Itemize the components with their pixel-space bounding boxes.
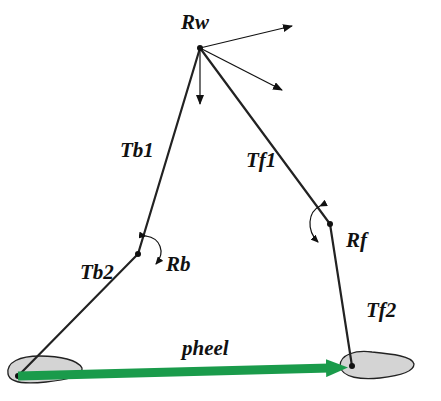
rotation-arc <box>146 236 161 264</box>
axis-arrow <box>200 26 292 48</box>
front-leg <box>200 48 352 366</box>
link-label: Tf2 <box>366 300 396 321</box>
rotation-label: Rb <box>166 254 191 275</box>
rotation-label: Rf <box>346 230 367 251</box>
back-knee-joint <box>135 251 141 257</box>
axis-arrow <box>199 48 200 104</box>
vector-label: pheel <box>182 338 229 359</box>
back-leg <box>18 48 200 376</box>
axis-arrow <box>200 48 282 90</box>
link-label: Tb2 <box>80 262 114 283</box>
waist-rotation-label: Rw <box>181 12 209 33</box>
heel-vector <box>18 368 330 376</box>
link-label: Tf1 <box>246 150 276 171</box>
front-knee-joint <box>327 221 333 227</box>
link-label: Tb1 <box>120 140 154 161</box>
rotation-arc <box>310 206 320 242</box>
front-heel <box>349 363 355 369</box>
